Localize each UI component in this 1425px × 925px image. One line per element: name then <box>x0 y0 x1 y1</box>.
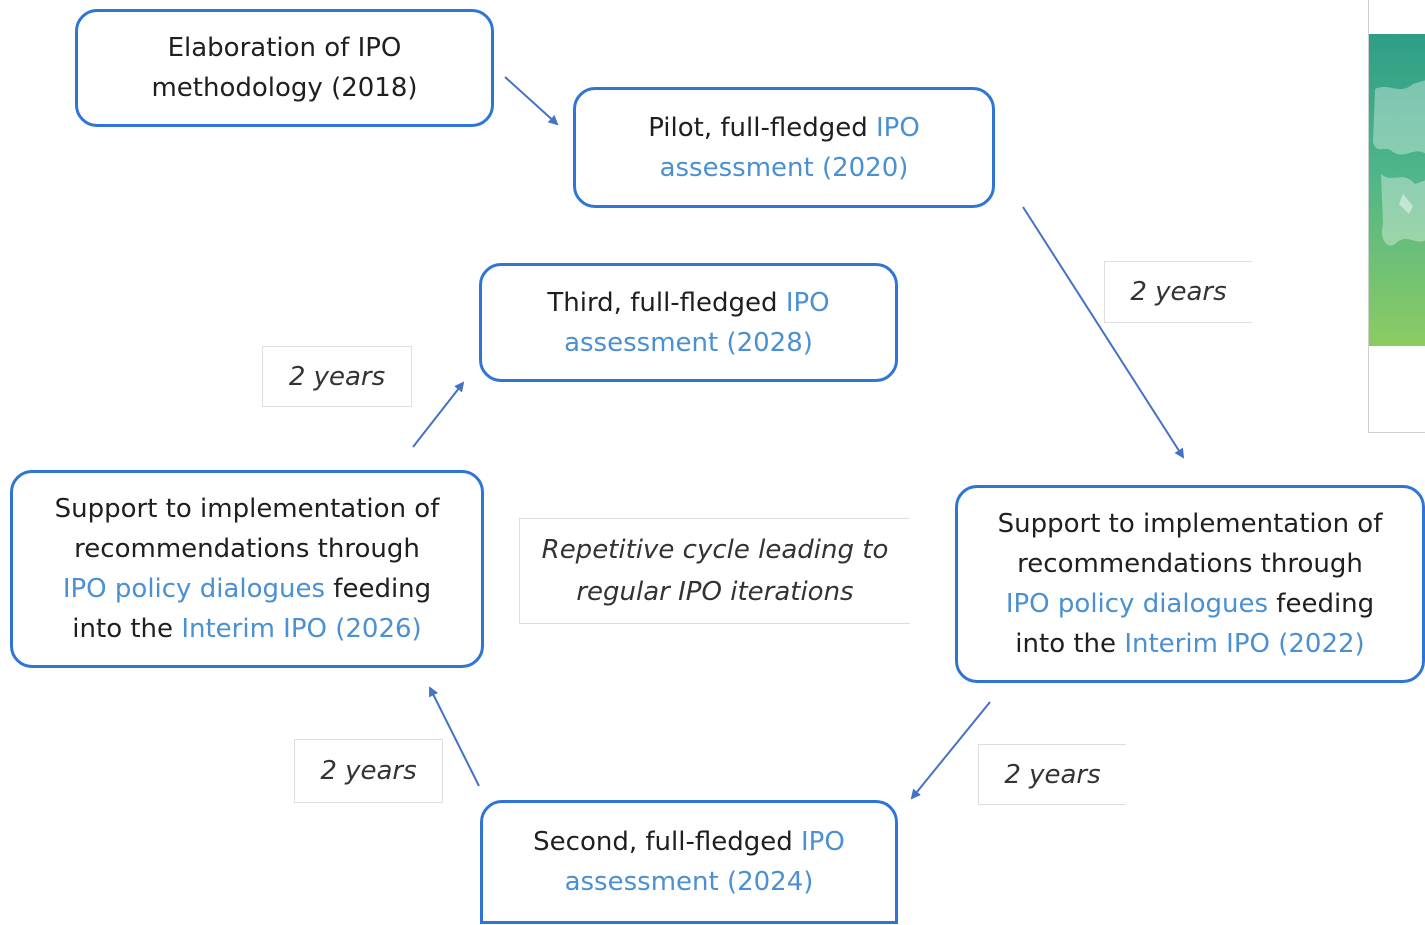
node-interim-2026-line3: feeding <box>325 574 432 604</box>
cycle-description-line2: regular IPO iterations <box>576 577 854 607</box>
node-interim-2022-line3: feeding <box>1268 589 1375 619</box>
interval-label-pilot-to-2022: 2 years <box>1104 261 1252 323</box>
node-interim-2026-line1: Support to implementation of <box>54 494 440 524</box>
node-interim-2022-line4-highlight: Interim IPO (2022) <box>1124 629 1365 659</box>
node-third-line1-highlight: IPO <box>785 287 830 318</box>
node-second-line2-highlight: assessment (2024) <box>564 867 814 897</box>
node-third-line1: Third, full-fledged <box>547 287 786 318</box>
node-interim-2026-line4-highlight: Interim IPO (2026) <box>181 614 422 644</box>
interval-label-to-second-text: 2 years <box>1004 759 1101 790</box>
node-third-assessment: Third, full-fledged IPO assessment (2028… <box>479 263 898 382</box>
interval-label-to-third: 2 years <box>262 346 412 407</box>
arrow-pilot-to-interim-2022 <box>1022 206 1185 459</box>
node-interim-2022-line3-highlight: IPO policy dialogues <box>1005 589 1269 619</box>
node-methodology-line2: methodology (2018) <box>151 73 418 103</box>
arrow-methodology-to-pilot <box>504 76 559 126</box>
node-methodology: Elaboration of IPO methodology (2018) <box>75 9 494 127</box>
arrow-interim-2022-to-second <box>910 701 991 800</box>
node-pilot-assessment: Pilot, full-fledged IPO assessment (2020… <box>573 87 995 208</box>
node-second-line1: Second, full-fledged <box>533 827 801 857</box>
arrow-second-to-interim-2026 <box>429 686 480 787</box>
cycle-description: Repetitive cycle leading to regular IPO … <box>519 518 910 624</box>
map-image <box>1369 34 1425 346</box>
node-pilot-line1-highlight: IPO <box>875 112 920 143</box>
node-interim-2026-line3-highlight: IPO policy dialogues <box>62 574 326 604</box>
interval-label-pilot-to-2022-text: 2 years <box>1130 277 1227 307</box>
node-methodology-line1: Elaboration of IPO <box>167 33 402 63</box>
node-interim-2026-line2: recommendations through <box>74 534 420 564</box>
node-interim-2022: Support to implementation of recommendat… <box>955 485 1425 683</box>
node-interim-2026-line4: into the <box>72 614 182 644</box>
node-interim-2022-line1: Support to implementation of <box>997 509 1383 539</box>
node-second-line1-highlight: IPO <box>801 827 845 857</box>
arrow-interim-2026-to-third <box>412 381 465 448</box>
node-interim-2022-line2: recommendations through <box>1017 549 1363 579</box>
cropped-map-image <box>1368 0 1425 433</box>
node-pilot-line1: Pilot, full-fledged <box>648 112 876 143</box>
map-shapes <box>1373 80 1425 246</box>
interval-label-to-second: 2 years <box>978 744 1126 805</box>
node-pilot-line2-highlight: assessment (2020) <box>659 152 909 183</box>
interval-label-to-2026-text: 2 years <box>320 756 417 786</box>
interval-label-to-third-text: 2 years <box>288 361 386 392</box>
cycle-description-line1: Repetitive cycle leading to <box>541 535 889 565</box>
node-interim-2026: Support to implementation of recommendat… <box>10 470 484 668</box>
node-interim-2022-line4: into the <box>1015 629 1125 659</box>
node-third-line2-highlight: assessment (2028) <box>564 327 813 358</box>
node-second-assessment: Second, full-fledged IPO assessment (202… <box>480 800 898 924</box>
interval-label-to-2026: 2 years <box>294 739 443 803</box>
